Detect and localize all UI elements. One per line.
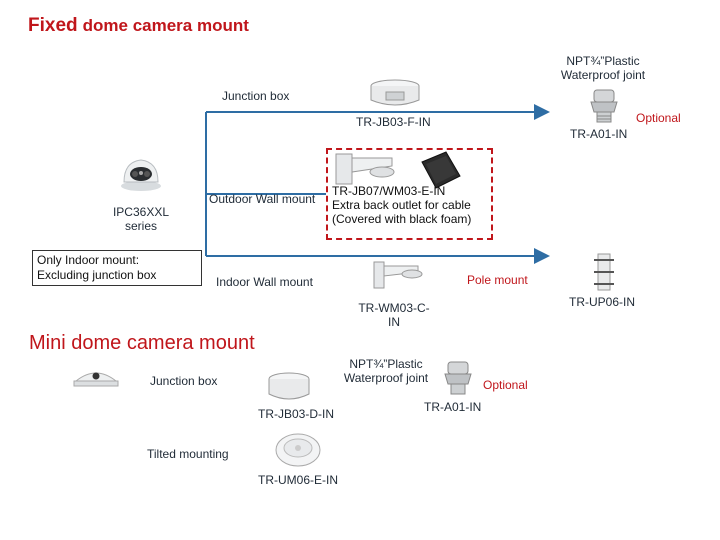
fixed-npt-label: NPT¾”Plastic Waterproof joint — [552, 54, 654, 83]
jb07-label: TR-JB07/WM03-E-IN Extra back outlet for … — [332, 184, 472, 226]
um06e-label: TR-UM06-E-IN — [258, 473, 338, 487]
indoor-mount-note: Only Indoor mount: Excluding junction bo… — [32, 250, 202, 286]
tilted-mount-icon — [275, 433, 321, 467]
fixed-npt-line1: NPT¾”Plastic — [566, 54, 640, 68]
fixed-npt-line2: Waterproof joint — [560, 67, 646, 82]
wm03c-label: TR-WM03-C- IN — [352, 301, 436, 330]
pole-mount-label: Pole mount — [467, 273, 528, 287]
jb03f-label: TR-JB03-F-IN — [356, 115, 431, 129]
indoor-wall-mount-label: Indoor Wall mount — [216, 275, 313, 289]
fixed-a01-label: TR-A01-IN — [570, 127, 628, 141]
up06-label: TR-UP06-IN — [569, 295, 636, 309]
mini-dome-title: Mini dome camera mount — [29, 332, 255, 354]
tilted-mounting-label: Tilted mounting — [147, 447, 229, 461]
mini-waterproof-joint-icon — [444, 361, 472, 395]
indoor-wall-bracket-icon — [373, 261, 423, 289]
outdoor-wall-mount-group — [326, 148, 493, 240]
pole-mount-icon — [594, 253, 614, 291]
fixed-optional-label: Optional — [636, 111, 681, 125]
wm03c-line2: IN — [388, 314, 400, 329]
fixed-title-bold: Fixed — [28, 15, 78, 36]
camera-model-line1: IPC36XXL — [112, 205, 170, 219]
fixed-title-rest: dome camera mount — [82, 16, 249, 35]
jb07-line2: Extra back outlet for cable — [332, 197, 471, 212]
waterproof-joint-icon — [590, 89, 618, 123]
fixed-dome-title: Fixed dome camera mount — [28, 15, 249, 37]
note-line2: Excluding junction box — [37, 268, 157, 282]
outdoor-wall-mount-label: Outdoor Wall mount — [209, 192, 316, 206]
jb07-line3: (Covered with black foam) — [332, 211, 472, 226]
jb07-line1: TR-JB07/WM03-E-IN — [332, 184, 446, 198]
mini-npt-label: NPT¾”Plastic Waterproof joint — [336, 357, 436, 386]
camera-model-line2: series — [124, 218, 157, 233]
mini-npt-line2: Waterproof joint — [343, 370, 429, 385]
junction-box-icon — [370, 79, 420, 106]
mini-junction-box-label: Junction box — [150, 374, 218, 388]
fixed-junction-box-label: Junction box — [222, 89, 290, 103]
mini-optional-label: Optional — [483, 378, 528, 392]
mini-a01-label: TR-A01-IN — [424, 400, 482, 414]
wall-mount-bracket-icon — [335, 153, 395, 185]
black-foam-icon — [421, 151, 461, 189]
jb03d-label: TR-JB03-D-IN — [258, 407, 335, 421]
wm03c-line1: TR-WM03-C- — [358, 301, 430, 315]
camera-model: IPC36XXL series — [112, 205, 170, 234]
mini-npt-line1: NPT¾”Plastic — [349, 357, 423, 371]
note-line1: Only Indoor mount: — [37, 253, 140, 267]
turret-camera-icon — [121, 159, 161, 191]
mini-junction-box-icon — [268, 372, 310, 400]
mini-dome-camera-icon — [73, 372, 119, 387]
